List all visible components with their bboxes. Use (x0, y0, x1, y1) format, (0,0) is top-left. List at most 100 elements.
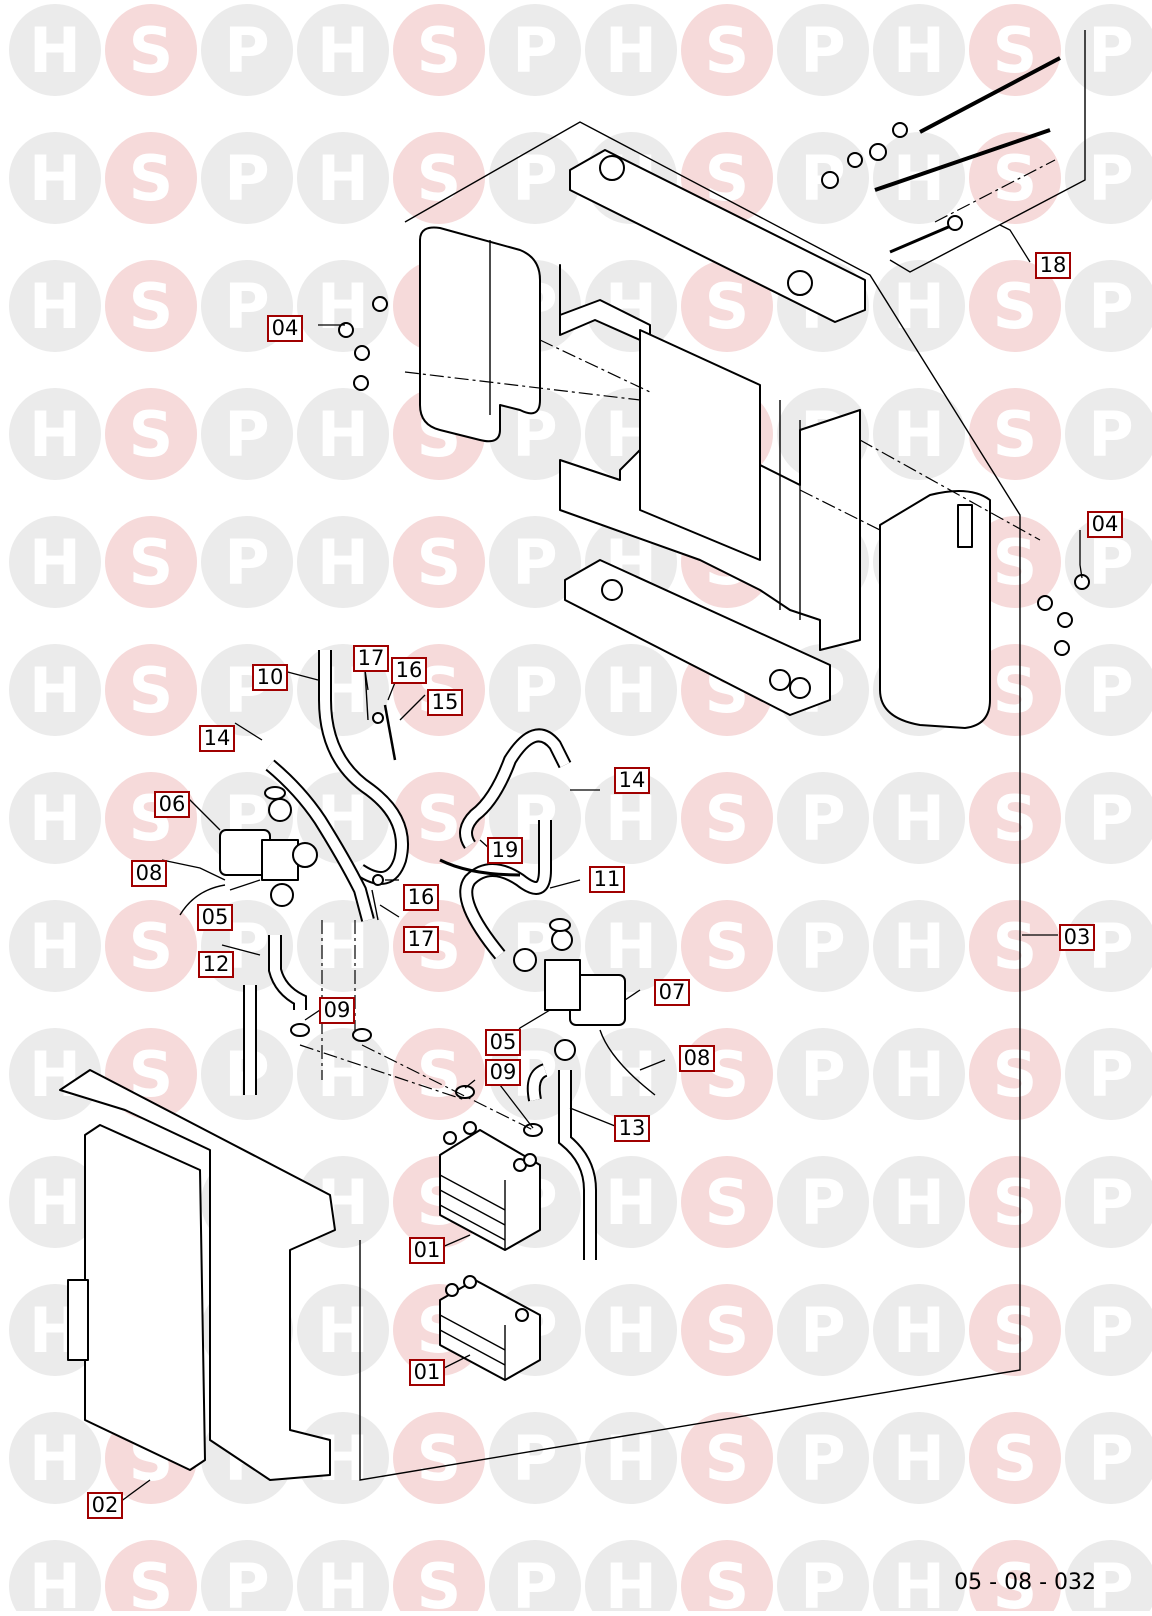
sealing-washers (264, 786, 571, 1137)
watermark-disc (873, 4, 965, 96)
watermark-letter: P (800, 1294, 845, 1367)
callout-14-left[interactable]: 14 (199, 725, 235, 752)
callout-11[interactable]: 11 (589, 866, 625, 893)
callout-04-right[interactable]: 04 (1087, 511, 1123, 538)
watermark-disc (873, 1028, 965, 1120)
right-side-panel (879, 490, 991, 729)
watermark-letter: S (417, 526, 462, 599)
watermark-letter: H (605, 1294, 657, 1367)
watermark-disc (969, 1284, 1061, 1376)
watermark-letter: P (224, 142, 269, 215)
svg-text:05: 05 (490, 1030, 517, 1054)
svg-text:02: 02 (92, 1493, 119, 1517)
watermark-letter: P (512, 654, 557, 727)
watermark-disc (681, 4, 773, 96)
watermark-letter: H (893, 1166, 945, 1239)
watermark-disc (297, 900, 389, 992)
plate-heat-exchanger-upper (439, 1121, 541, 1251)
svg-text:03: 03 (1064, 925, 1091, 949)
watermark-letter: S (993, 142, 1038, 215)
callout-06[interactable]: 06 (154, 791, 190, 818)
callout-05-left[interactable]: 05 (197, 904, 233, 931)
watermark-letter: P (1088, 654, 1133, 727)
watermark-letter: S (705, 1550, 750, 1611)
callout-04-left[interactable]: 04 (267, 315, 303, 342)
callout-18[interactable]: 18 (1035, 252, 1071, 279)
watermark-disc (585, 1540, 677, 1616)
callout-09-right[interactable]: 09 (485, 1059, 521, 1086)
bottom-mounting-rail (564, 559, 831, 716)
callout-13[interactable]: 13 (614, 1115, 650, 1142)
watermark-letter: P (224, 526, 269, 599)
watermark-disc (201, 388, 293, 480)
callout-07[interactable]: 07 (654, 979, 690, 1006)
watermark-letter: P (224, 1550, 269, 1611)
callout-17-top[interactable]: 17 (353, 645, 389, 672)
callout-15[interactable]: 15 (427, 689, 463, 716)
watermark-disc (489, 388, 581, 480)
plate-heat-exchanger-lower (439, 1275, 541, 1381)
watermark-letter: P (800, 1166, 845, 1239)
watermark-disc (777, 1284, 869, 1376)
watermark-letter: S (705, 14, 750, 87)
watermark-disc (297, 1540, 389, 1616)
svg-text:01: 01 (414, 1238, 441, 1262)
watermark-disc (393, 132, 485, 224)
watermark-disc (297, 388, 389, 480)
watermark-letter: P (1088, 270, 1133, 343)
watermark-disc (297, 260, 389, 352)
watermark-letter: P (1088, 398, 1133, 471)
watermark-disc (1065, 900, 1152, 992)
watermark-disc (393, 516, 485, 608)
watermark-letter: S (129, 398, 174, 471)
callout-01-upper[interactable]: 01 (409, 1237, 445, 1264)
svg-text:04: 04 (1092, 512, 1119, 536)
watermark-letter: H (893, 398, 945, 471)
watermark-disc (585, 1284, 677, 1376)
watermark-letter: S (129, 270, 174, 343)
watermark-disc (777, 1412, 869, 1504)
callout-14-right[interactable]: 14 (614, 767, 650, 794)
callout-12[interactable]: 12 (198, 951, 234, 978)
watermark-letter: S (129, 654, 174, 727)
callout-01-lower[interactable]: 01 (409, 1359, 445, 1386)
callout-08-right[interactable]: 08 (679, 1045, 715, 1072)
callout-19[interactable]: 19 (487, 837, 523, 864)
watermark-disc (585, 644, 677, 736)
svg-text:07: 07 (659, 980, 686, 1004)
watermark-disc (297, 516, 389, 608)
watermark-disc (681, 772, 773, 864)
watermark-letter: P (224, 398, 269, 471)
watermark-letter: H (605, 14, 657, 87)
callout-03[interactable]: 03 (1059, 924, 1095, 951)
svg-text:13: 13 (619, 1116, 646, 1140)
watermark-disc (777, 1156, 869, 1248)
watermark-disc (873, 1412, 965, 1504)
left-side-panel (419, 226, 541, 443)
watermark-disc (9, 1028, 101, 1120)
watermark-disc (393, 1540, 485, 1616)
watermark-letter: S (417, 1038, 462, 1111)
callout-09-left[interactable]: 09 (319, 997, 355, 1024)
watermark-disc (777, 4, 869, 96)
watermark-disc (585, 4, 677, 96)
watermark-letter: S (993, 1038, 1038, 1111)
callout-05-right[interactable]: 05 (485, 1029, 521, 1056)
watermark-disc (585, 260, 677, 352)
callout-16-bottom[interactable]: 16 (403, 884, 439, 911)
watermark-letter: S (993, 1550, 1038, 1611)
callout-08-left[interactable]: 08 (131, 860, 167, 887)
watermark-disc (969, 1028, 1061, 1120)
watermark-letter: P (224, 270, 269, 343)
watermark-letter: H (893, 14, 945, 87)
watermark-letter: P (512, 1422, 557, 1495)
callout-02[interactable]: 02 (87, 1492, 123, 1519)
diagram-reference-code: 05 - 08 - 032 (954, 1570, 1096, 1595)
watermark-disc (777, 900, 869, 992)
callout-10[interactable]: 10 (252, 664, 288, 691)
watermark-disc (9, 4, 101, 96)
callout-16-top[interactable]: 16 (391, 657, 427, 684)
watermark-disc (489, 1540, 581, 1616)
callout-17-bottom[interactable]: 17 (403, 926, 439, 953)
